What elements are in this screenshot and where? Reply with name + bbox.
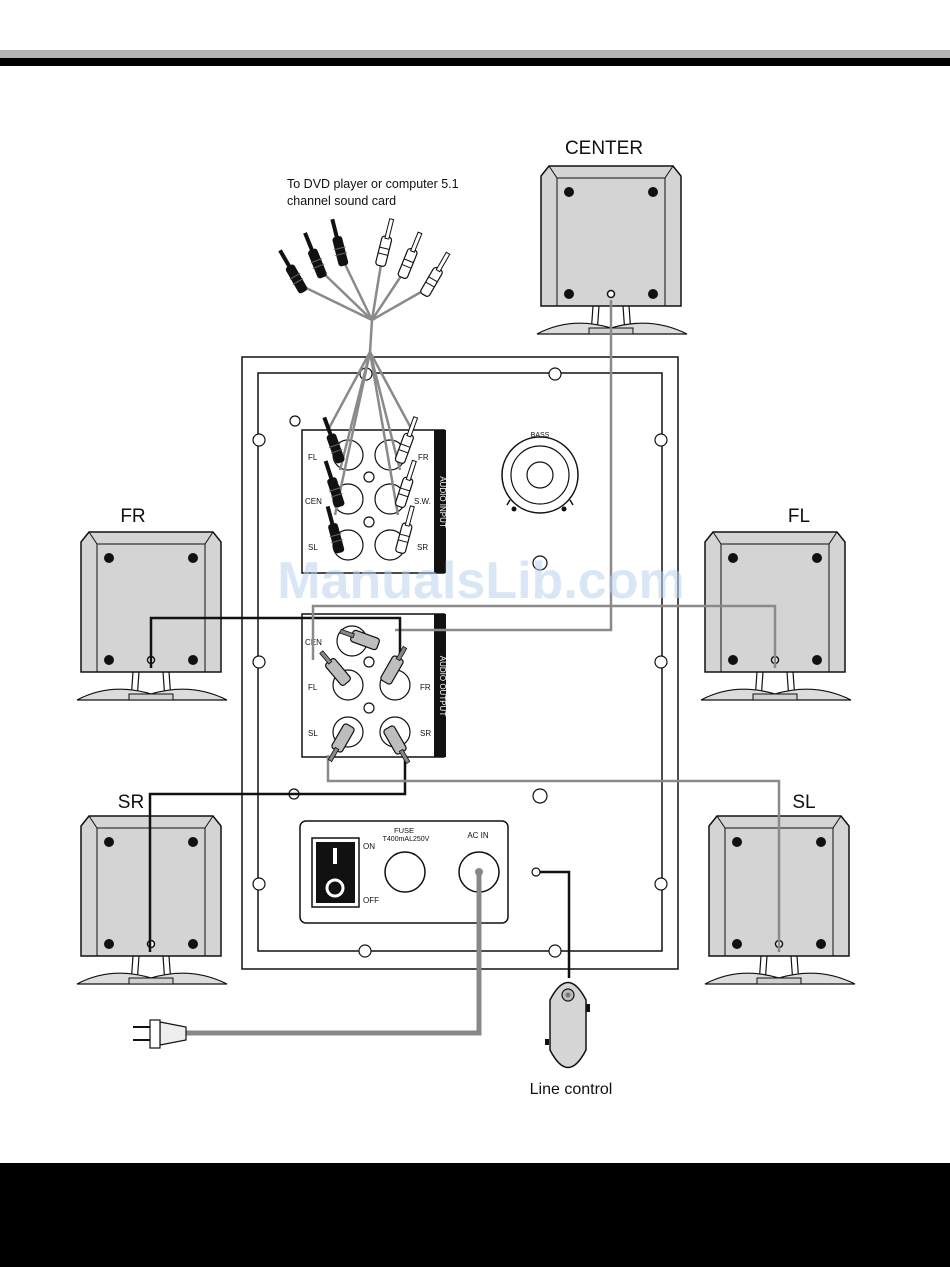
output-jack-fl: FL bbox=[308, 683, 318, 692]
bass-knob: BASS bbox=[502, 432, 578, 513]
center-label: CENTER bbox=[565, 138, 643, 159]
line-control-label: Line control bbox=[530, 1081, 613, 1098]
input-jack-fr: FR bbox=[418, 453, 429, 462]
fr-label: FR bbox=[120, 506, 145, 527]
output-jack-fr: FR bbox=[420, 683, 431, 692]
fl-label: FL bbox=[788, 506, 810, 527]
power-on-label: ON bbox=[363, 842, 375, 851]
source-rca-plugs bbox=[275, 218, 453, 298]
header-bars bbox=[0, 50, 950, 66]
input-jack-fl: FL bbox=[308, 453, 318, 462]
line-control bbox=[532, 868, 590, 1068]
fuse-rating: T400mAL250V bbox=[383, 836, 430, 843]
source-note-line1: To DVD player or computer 5.1 bbox=[287, 177, 459, 191]
sl-label: SL bbox=[792, 792, 815, 813]
speaker-sr bbox=[77, 816, 227, 984]
footer-bar bbox=[0, 1163, 950, 1267]
input-jack-sl: SL bbox=[308, 543, 318, 552]
input-jack-sw: S.W. bbox=[414, 497, 431, 506]
source-note-line2: channel sound card bbox=[287, 194, 396, 208]
audio-input-title: AUDIO INPUT bbox=[438, 476, 447, 528]
fuse-holder bbox=[385, 852, 425, 892]
output-jack-sl: SL bbox=[308, 729, 318, 738]
audio-output-panel: AUDIO OUTPUT CEN FL FR SL SR bbox=[302, 614, 447, 757]
input-jack-sr: SR bbox=[417, 543, 428, 552]
power-off-label: OFF bbox=[363, 896, 379, 905]
speaker-fr bbox=[77, 532, 227, 700]
sr-label: SR bbox=[118, 792, 144, 813]
watermark: ManualsLib.com bbox=[277, 552, 684, 610]
input-jack-cen: CEN bbox=[305, 497, 322, 506]
fuse-label: FUSE bbox=[394, 826, 414, 835]
output-jack-sr: SR bbox=[420, 729, 431, 738]
ac-in-label: AC IN bbox=[467, 831, 489, 840]
audio-output-title: AUDIO OUTPUT bbox=[438, 656, 447, 717]
